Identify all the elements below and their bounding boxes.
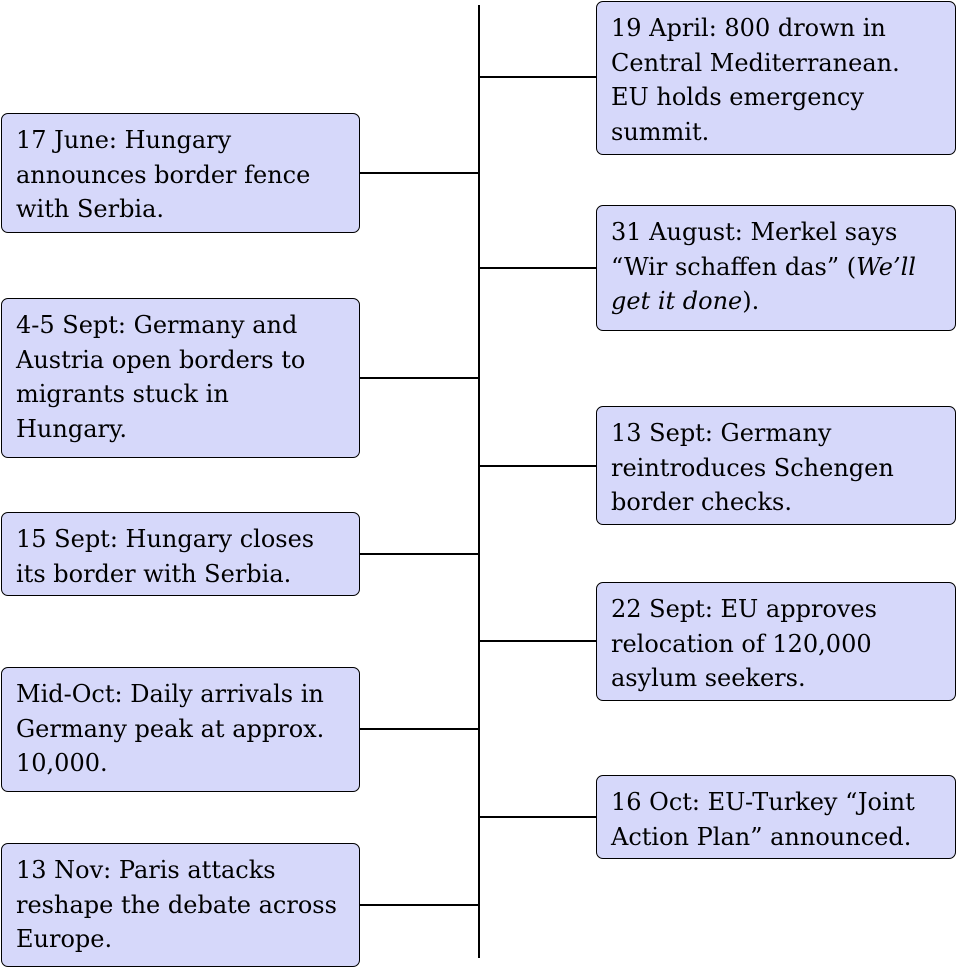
event-sept-4-5-text: 4-5 Sept: Germany and Austria open borde… bbox=[16, 311, 306, 443]
event-sept-13: 13 Sept: Germany reintroduces Schengen b… bbox=[596, 406, 956, 525]
event-aug-31-text: 31 August: Merkel says “Wir schaffen das… bbox=[611, 218, 916, 315]
connector-april-19 bbox=[479, 76, 597, 78]
event-sept-15-text: 15 Sept: Hungary closes its border with … bbox=[16, 525, 315, 588]
event-sept-22-text: 22 Sept: EU approves relocation of 120,0… bbox=[611, 595, 877, 692]
event-april-19-text: 19 April: 800 drown in Central Mediterra… bbox=[611, 14, 900, 146]
event-oct-16: 16 Oct: EU-Turkey “Joint Action Plan” an… bbox=[596, 775, 956, 859]
connector-aug-31 bbox=[479, 267, 597, 269]
event-nov-13-text: 13 Nov: Paris attacks reshape the debate… bbox=[16, 856, 337, 953]
event-june-17: 17 June: Hungary announces border fence … bbox=[1, 113, 360, 233]
event-oct-16-text: 16 Oct: EU-Turkey “Joint Action Plan” an… bbox=[611, 788, 915, 851]
timeline-axis bbox=[478, 5, 480, 958]
connector-oct-16 bbox=[479, 816, 597, 818]
event-sept-15: 15 Sept: Hungary closes its border with … bbox=[1, 512, 360, 596]
connector-sept-15 bbox=[360, 553, 479, 555]
event-oct-mid-text: Mid-Oct: Daily arrivals in Germany peak … bbox=[16, 680, 325, 777]
event-oct-mid: Mid-Oct: Daily arrivals in Germany peak … bbox=[1, 667, 360, 792]
event-sept-4-5: 4-5 Sept: Germany and Austria open borde… bbox=[1, 298, 360, 458]
event-aug-31: 31 August: Merkel says “Wir schaffen das… bbox=[596, 205, 956, 331]
connector-sept-4-5 bbox=[360, 377, 479, 379]
connector-oct-mid bbox=[360, 728, 479, 730]
event-sept-22: 22 Sept: EU approves relocation of 120,0… bbox=[596, 582, 956, 701]
event-nov-13: 13 Nov: Paris attacks reshape the debate… bbox=[1, 843, 360, 967]
event-sept-13-text: 13 Sept: Germany reintroduces Schengen b… bbox=[611, 419, 894, 516]
connector-nov-13 bbox=[360, 904, 479, 906]
event-june-17-text: 17 June: Hungary announces border fence … bbox=[16, 126, 311, 223]
connector-june-17 bbox=[360, 172, 479, 174]
connector-sept-22 bbox=[479, 640, 597, 642]
connector-sept-13 bbox=[479, 465, 597, 467]
event-april-19: 19 April: 800 drown in Central Mediterra… bbox=[596, 1, 956, 155]
